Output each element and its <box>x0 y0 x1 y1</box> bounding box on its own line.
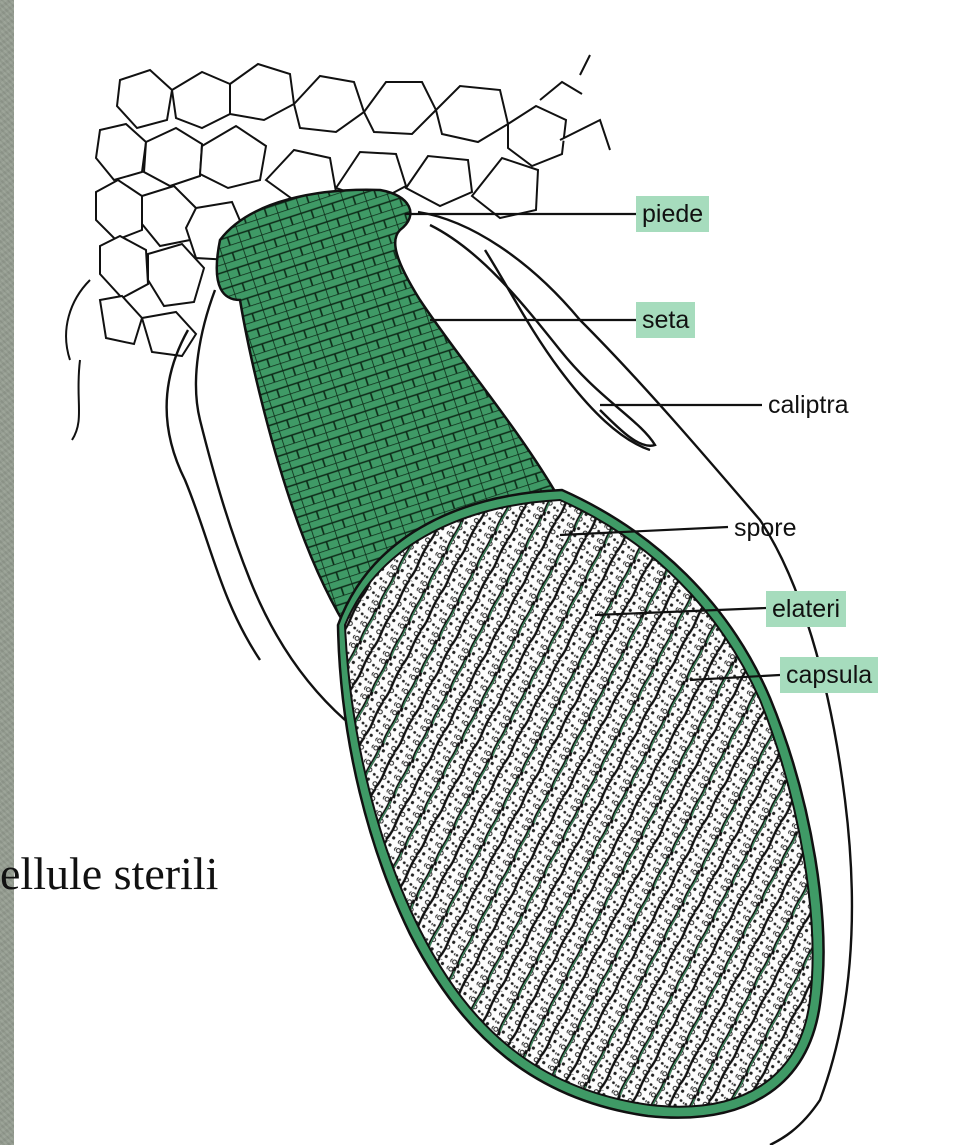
label-capsula: capsula <box>780 657 878 693</box>
label-seta: seta <box>636 302 695 338</box>
caption-cellule-sterili: ellule sterili <box>0 846 218 902</box>
label-elateri: elateri <box>766 591 846 627</box>
spore-mass <box>330 480 850 1140</box>
label-caliptra: caliptra <box>768 390 849 420</box>
label-piede: piede <box>636 196 709 232</box>
label-spore: spore <box>734 513 797 543</box>
